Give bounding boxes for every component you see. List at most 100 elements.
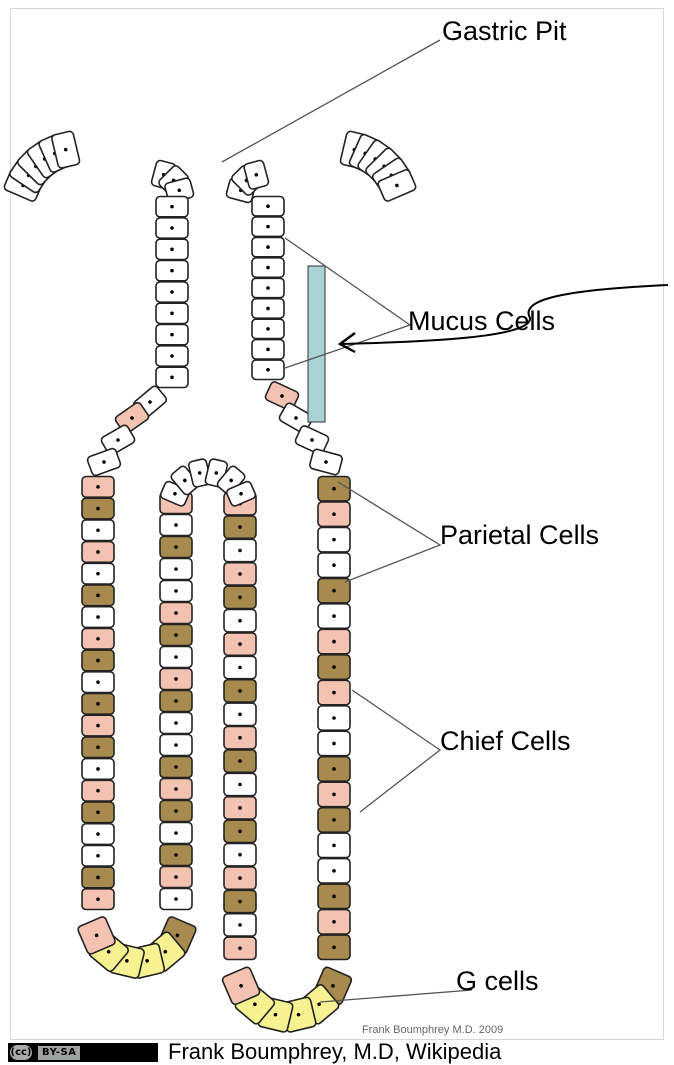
mucus-cell [252,340,284,359]
gland-cell-inner-right [224,727,256,749]
gland-cell-inner-left [160,889,192,910]
gland-cell-inner-right [224,563,256,585]
gland-cell-outer-left [82,780,114,801]
gland-cell-outer-left [82,607,114,628]
gland-cell-inner-left [160,801,192,822]
gland-cell-outer-right [318,731,350,755]
label-g-cells: G cells [456,968,539,995]
gland-cell-outer-left [82,759,114,780]
label-gastric-pit: Gastric Pit [442,18,567,45]
gland-cell-outer-right [318,629,350,653]
gland-cell-inner-right [224,890,256,912]
gland-cell-outer-left [82,563,114,584]
mucus-cell [309,448,343,475]
mucus-cell [156,197,188,217]
gland-cell-outer-right [318,502,350,526]
gland-cell-outer-left [82,737,114,758]
attribution-text: Frank Boumphrey, M.D, Wikipedia [168,1041,501,1063]
mucus-cell [156,261,188,281]
mucus-cell [86,447,121,476]
gland-cell-outer-left [82,585,114,606]
gland-cell-inner-right [224,516,256,538]
gland-cell-outer-right [318,910,350,934]
gland-cell-inner-left [160,779,192,800]
gland-cell-inner-left [160,603,192,624]
gland-cell-inner-right [224,750,256,772]
gland-cell-outer-right [318,680,350,704]
gland-cell-inner-right [224,773,256,795]
label-mucus-cells: Mucus Cells [408,308,555,335]
gland-cell-outer-left [82,650,114,671]
gland-cell-outer-right [318,757,350,781]
diagram-credit: Frank Boumphrey M.D. 2009 [362,1024,503,1036]
mucus-cell [252,319,284,338]
leader-parietal-cells [338,482,440,582]
gland-cell-inner-left [160,823,192,844]
gland-cell-outer-right [318,935,350,959]
gland-cell-inner-left [160,845,192,866]
gland-cell-inner-left [160,647,192,668]
gland-cell-outer-right [318,604,350,628]
gland-cell-inner-right [224,656,256,678]
gland-cell-inner-right [224,539,256,561]
gland-cell-outer-left [82,498,114,519]
mucus-cell [252,237,284,256]
gland-cell-inner-left [160,713,192,734]
gland-cell-inner-left [160,559,192,580]
gland-cell-inner-left [160,669,192,690]
mucus-cell [156,346,188,366]
cell-layer [3,131,417,1033]
mucus-cell [252,299,284,318]
mucus-cell [156,325,188,345]
gland-cell-inner-right [224,867,256,889]
gland-cell-inner-left [160,581,192,602]
gland-cell-inner-right [224,937,256,959]
gland-cell-outer-right [318,884,350,908]
gland-cell-outer-left [82,628,114,649]
mucus-cell [156,367,188,387]
license-label: BY-SA [38,1046,80,1060]
gland-cell-inner-left [160,735,192,756]
gland-cell-outer-right [318,706,350,730]
mucus-cell [156,218,188,238]
label-parietal-cells: Parietal Cells [440,522,599,549]
mucus-cell [252,258,284,277]
gland-cell-inner-right [224,586,256,608]
leader-chief-cells [352,690,440,812]
gland-cell-inner-right [224,820,256,842]
arrow-head-icon [340,333,355,352]
gland-cell-outer-left [82,715,114,736]
gland-cell-outer-right [318,859,350,883]
gland-cell-outer-right [318,808,350,832]
gland-cell-outer-left [82,520,114,541]
gland-cell-inner-right [224,844,256,866]
gland-cell-outer-right [318,782,350,806]
gland-cell-outer-left [82,845,114,866]
mucus-highlight-bar [308,266,325,422]
gland-cell-inner-left [160,691,192,712]
gland-cell-outer-left [82,824,114,845]
gland-cell-inner-right [224,797,256,819]
license-badge[interactable]: (cc) BY-SA [8,1043,158,1062]
mucus-cell [156,303,188,323]
leader-gastric-pit [222,40,440,162]
mucus-cell [252,197,284,216]
gland-cell-outer-left [82,889,114,910]
gland-cell-inner-right [224,610,256,632]
gland-cell-outer-right [318,833,350,857]
gland-cell-inner-right [224,680,256,702]
gland-cell-inner-left [160,625,192,646]
gland-cell-inner-right [224,914,256,936]
gland-cell-outer-right [318,553,350,577]
mucus-cell [252,360,284,379]
gland-cell-inner-right [224,633,256,655]
gland-cell-outer-right [318,655,350,679]
gland-cell-outer-left [82,477,114,498]
mucus-cell [156,282,188,302]
gland-cell-inner-left [160,867,192,888]
gland-cell-outer-right [318,527,350,551]
mucus-cell [156,239,188,259]
cc-icon: (cc) [10,1045,32,1060]
gland-cell-outer-right [318,477,350,501]
gland-cell-inner-left [160,537,192,558]
